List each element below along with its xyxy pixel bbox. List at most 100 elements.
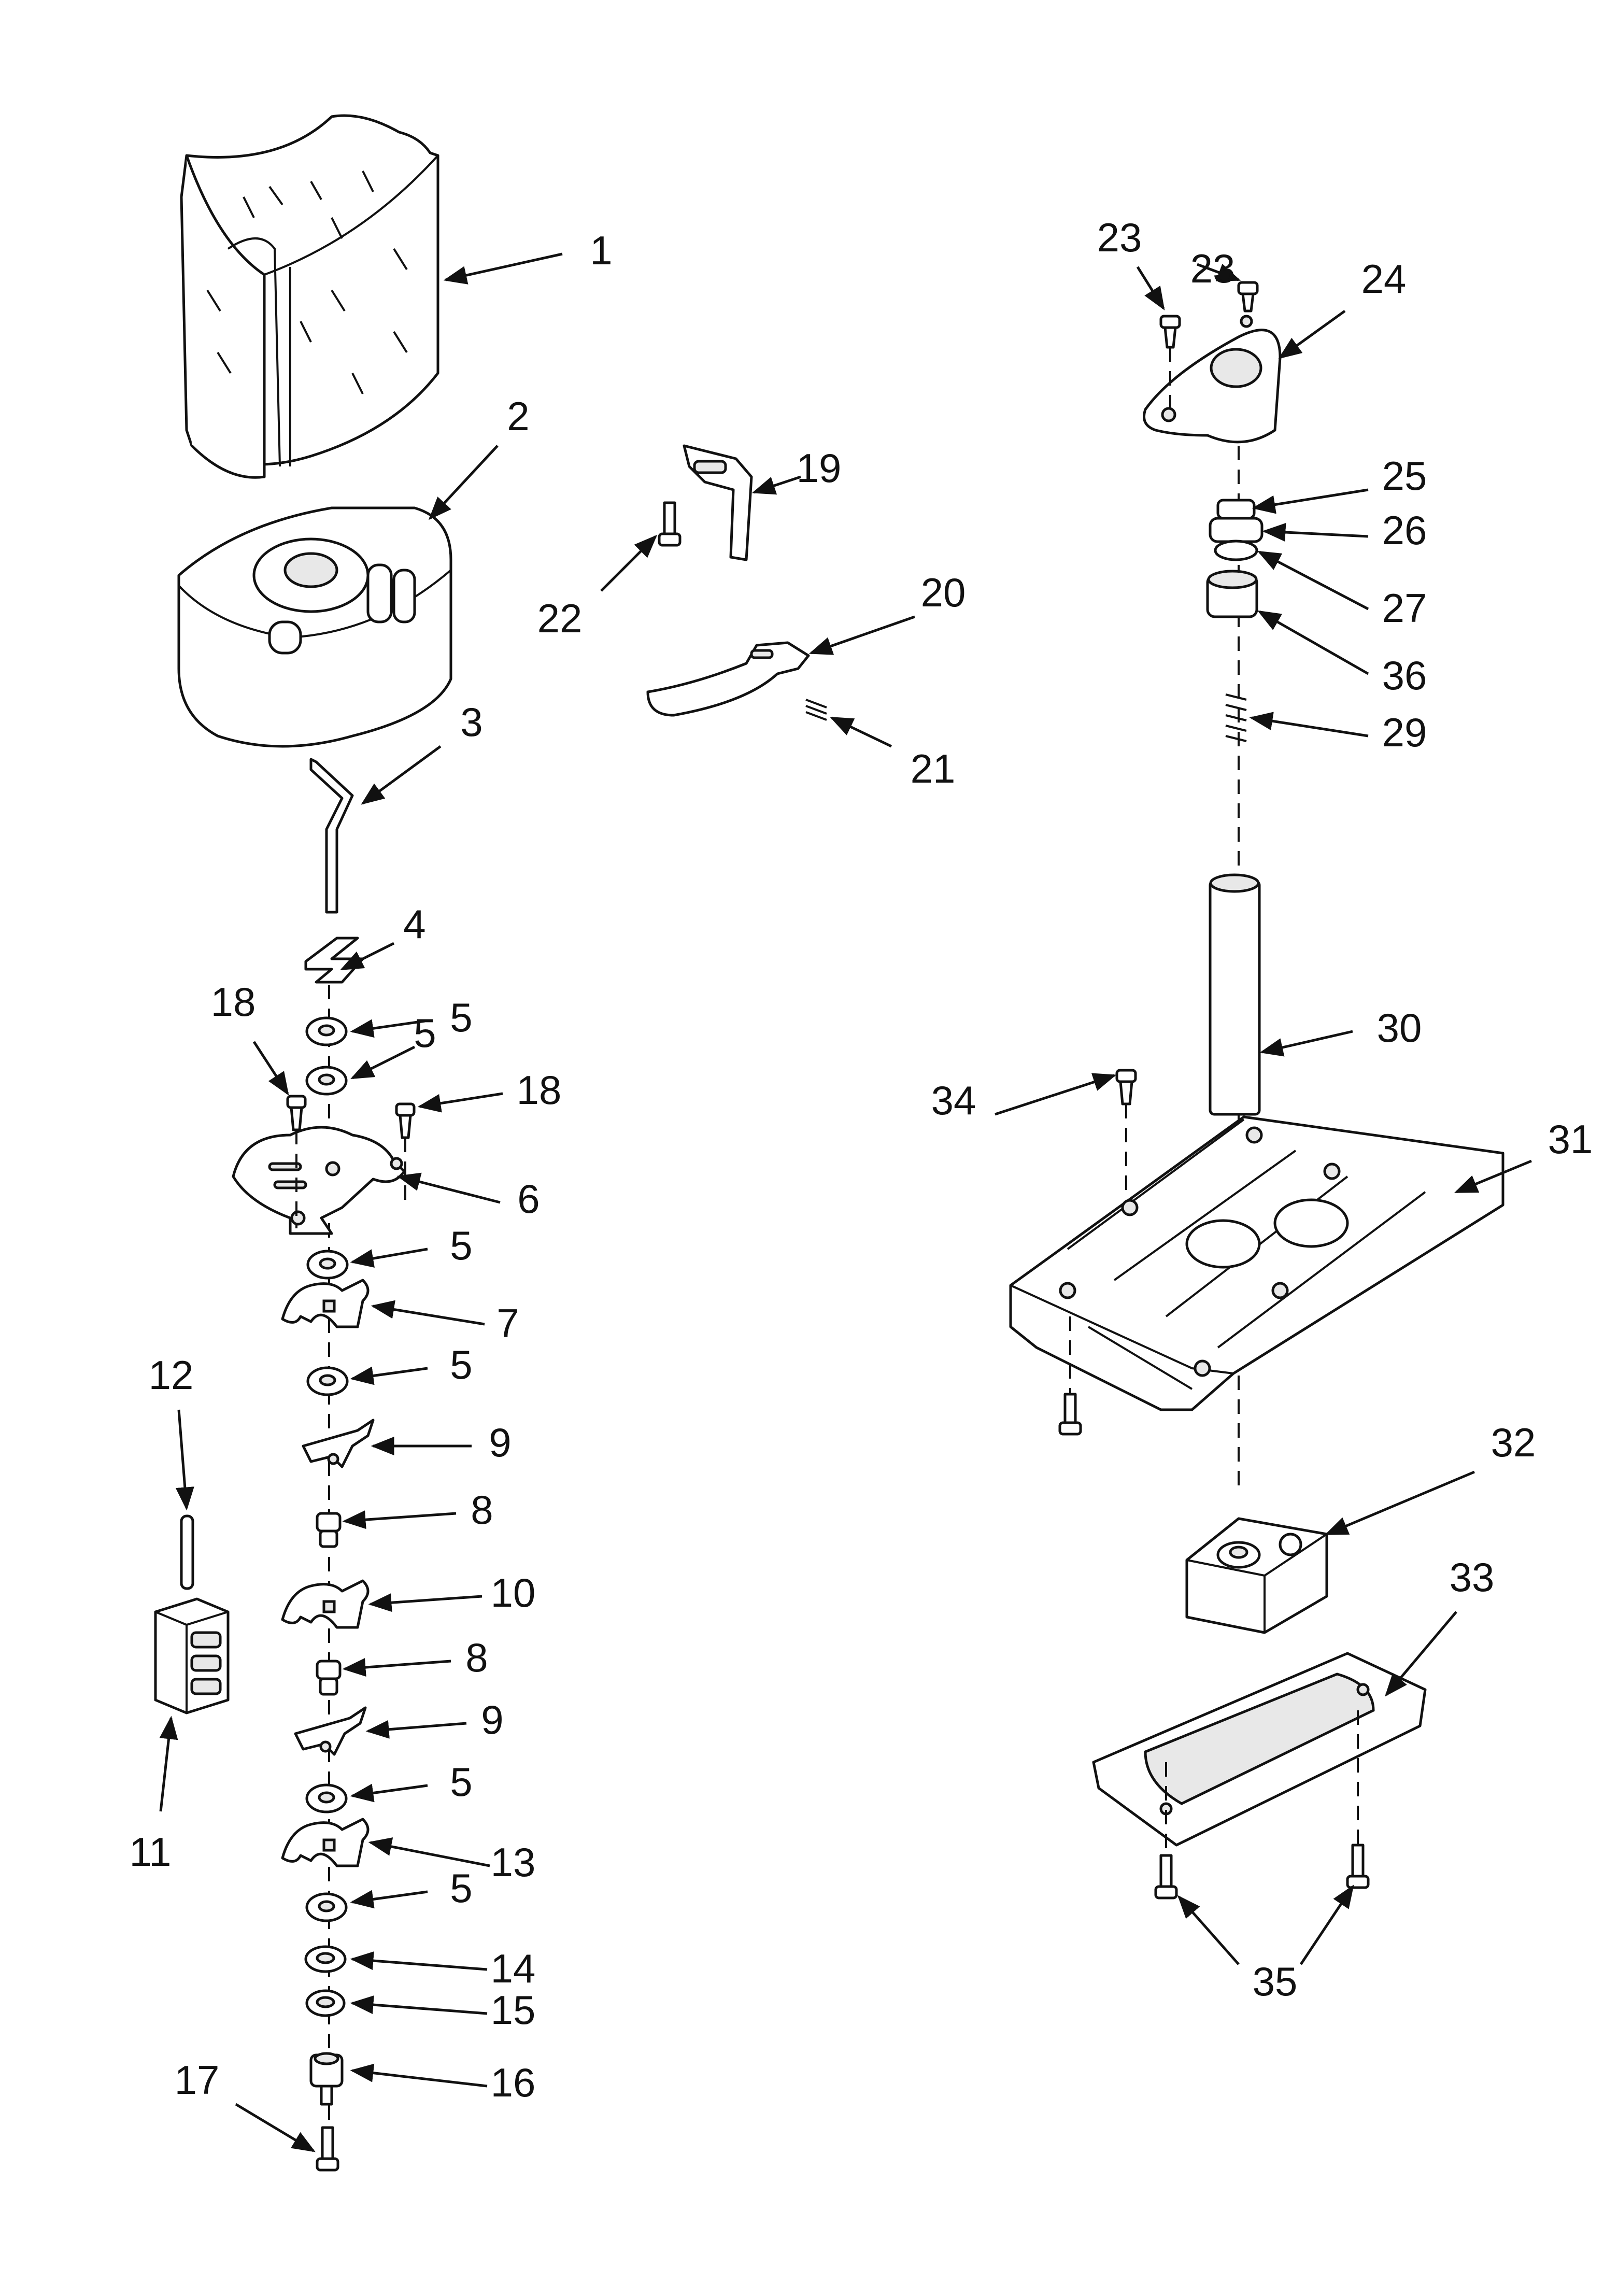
callout-leader-30 — [1259, 1030, 1353, 1057]
callout-number-24: 24 — [1361, 256, 1407, 302]
callout-number-5a: 5 — [450, 995, 472, 1040]
part-22-screw — [658, 501, 682, 547]
part-34-screw — [1115, 1069, 1137, 1197]
part-29-spring — [1225, 693, 1247, 742]
callout-number-5b: 5 — [414, 1010, 436, 1056]
callout-number-21: 21 — [911, 746, 956, 791]
callout-number-16: 16 — [491, 2060, 536, 2105]
callout-leader-17 — [235, 2103, 316, 2152]
part-32-motor — [1185, 1517, 1328, 1634]
callout-leader-14 — [350, 1951, 488, 1971]
callout-leader-36 — [1257, 610, 1369, 675]
callout-number-15: 15 — [491, 1987, 536, 2033]
callout-number-23a: 23 — [1097, 215, 1142, 260]
callout-number-35: 35 — [1253, 1959, 1298, 2004]
callout-leader-5b — [350, 1045, 416, 1080]
callout-number-30: 30 — [1377, 1005, 1422, 1051]
callout-leader-8a — [342, 1510, 457, 1529]
part-20-lever-arm — [646, 641, 810, 717]
callout-leader-27 — [1257, 550, 1369, 611]
part-9-lever — [302, 1419, 375, 1468]
callout-leader-31 — [1454, 1159, 1532, 1194]
callout-number-26: 26 — [1382, 507, 1427, 553]
callout-number-25: 25 — [1382, 453, 1427, 499]
part-1-bin-cover — [180, 114, 439, 479]
callout-leader-32 — [1324, 1470, 1475, 1536]
part-12-pin — [180, 1514, 194, 1590]
part-24-bracket — [1143, 315, 1282, 444]
part-17-screw — [316, 2126, 339, 2172]
callout-number-14: 14 — [491, 1946, 536, 1991]
callout-leader-16 — [350, 2063, 488, 2088]
callout-leader-18b — [417, 1092, 503, 1113]
part-36-cup — [1206, 570, 1258, 618]
part-8-bushings — [316, 1512, 342, 1696]
washers-5 — [305, 1016, 349, 1922]
callout-leader-20 — [808, 615, 915, 655]
part-16-coupler — [309, 2052, 344, 2106]
callout-leader-26 — [1262, 523, 1369, 542]
part-31-base-plate — [1009, 1115, 1504, 1411]
callout-number-10: 10 — [491, 1570, 536, 1615]
part-11-block — [154, 1597, 230, 1714]
callout-number-6: 6 — [517, 1176, 540, 1222]
callout-number-5c: 5 — [450, 1223, 472, 1268]
callout-leader-5a — [350, 1019, 425, 1038]
callout-leader-23b — [1197, 263, 1241, 281]
callout-leader-29 — [1249, 712, 1369, 738]
callout-number-22: 22 — [537, 596, 583, 641]
callout-leader-35-b — [1299, 1884, 1354, 1965]
callout-number-5f: 5 — [450, 1865, 472, 1911]
callout-number-3: 3 — [460, 699, 482, 745]
callout-leader-22 — [600, 534, 658, 592]
part-13-cam — [281, 1818, 370, 1867]
part-9-lever-2 — [294, 1706, 367, 1756]
callout-number-12: 12 — [149, 1352, 194, 1398]
callout-leader-35 — [1177, 1895, 1240, 1965]
callout-leader-13 — [368, 1837, 490, 1867]
callout-leader-3 — [361, 745, 442, 805]
callout-number-4: 4 — [403, 901, 425, 947]
callout-leader-4 — [339, 942, 395, 971]
callout-number-8b: 8 — [465, 1635, 488, 1680]
callout-number-5d: 5 — [450, 1342, 472, 1387]
callout-number-32: 32 — [1491, 1420, 1536, 1465]
callout-leader-11 — [159, 1716, 178, 1812]
part-2-auger-housing — [177, 506, 452, 748]
callout-number-34: 34 — [931, 1078, 976, 1123]
part-23-screws-top — [1159, 281, 1259, 409]
part-18-screws — [286, 1095, 416, 1228]
callout-leader-1 — [443, 252, 563, 285]
callout-leader-15 — [350, 1995, 488, 2015]
callout-number-36: 36 — [1382, 653, 1427, 698]
callout-number-33: 33 — [1450, 1554, 1495, 1600]
callout-leader-9b — [365, 1720, 467, 1739]
callout-leader-6 — [396, 1172, 501, 1204]
part-30-shaft — [1209, 873, 1261, 1116]
part-4-bracket — [304, 937, 364, 984]
callout-leader-33 — [1385, 1611, 1457, 1697]
callout-leader-24 — [1278, 309, 1346, 359]
callout-leader-23a — [1136, 266, 1165, 310]
callout-leader-12 — [175, 1409, 194, 1511]
callout-leader-5d — [350, 1366, 428, 1385]
callout-leader-5f — [350, 1890, 428, 1909]
callout-leader-19 — [751, 475, 801, 495]
callout-number-1: 1 — [590, 228, 612, 273]
part-10-cam — [281, 1579, 370, 1629]
callout-number-9a: 9 — [489, 1420, 511, 1465]
callout-number-2: 2 — [507, 393, 529, 439]
callout-leader-5c — [350, 1248, 428, 1268]
callout-number-23b: 23 — [1190, 246, 1236, 291]
callout-number-20: 20 — [921, 570, 966, 615]
callout-number-18b: 18 — [517, 1067, 562, 1113]
callout-number-29: 29 — [1382, 710, 1427, 755]
callout-number-19: 19 — [797, 445, 842, 491]
callout-number-8a: 8 — [471, 1487, 493, 1533]
callout-leader-8b — [342, 1658, 451, 1677]
callout-leader-5e — [350, 1783, 428, 1803]
callout-number-13: 13 — [491, 1839, 536, 1885]
callout-leader-7 — [371, 1300, 485, 1326]
callout-leader-10 — [368, 1593, 482, 1612]
